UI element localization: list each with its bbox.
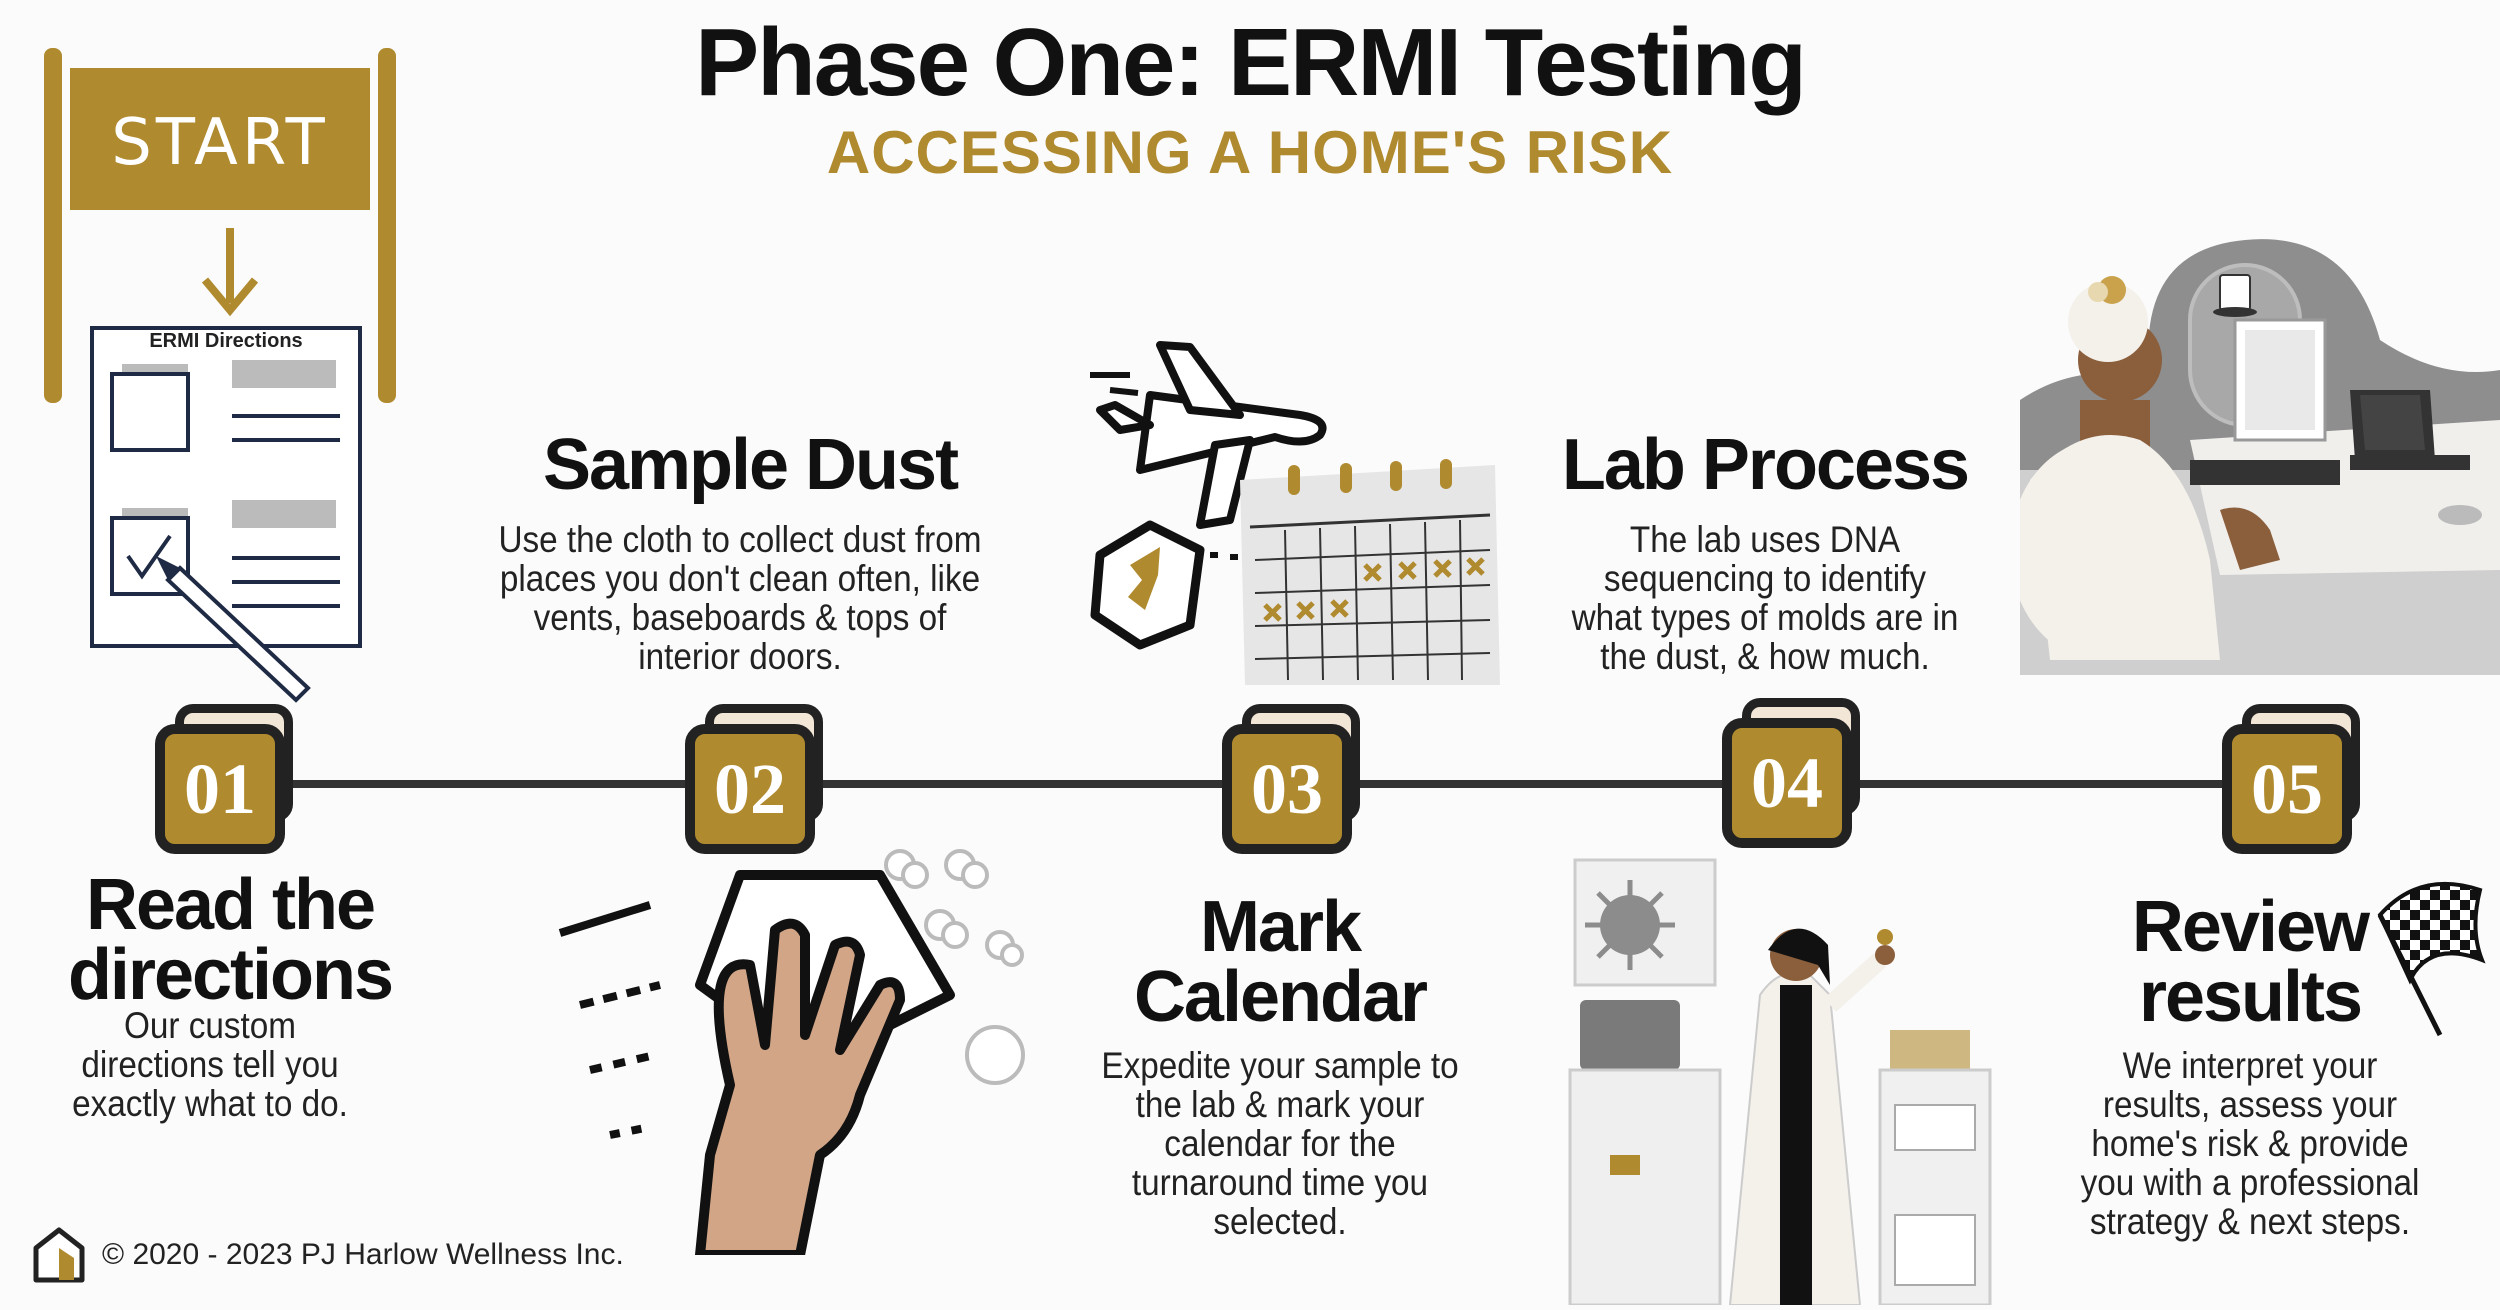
home-logo-icon <box>33 1227 85 1283</box>
step-badge-04: 04 <box>1722 698 1872 862</box>
step-badge-01: 01 <box>155 704 305 868</box>
footer: © 2020 - 2023 PJ Harlow Wellness Inc. <box>32 1226 624 1284</box>
directions-sheet-title: ERMI Directions <box>149 330 303 352</box>
step-badge-05: 05 <box>2222 704 2372 868</box>
start-sign-icon <box>44 48 396 703</box>
copyright-text: © 2020 - 2023 PJ Harlow Wellness Inc. <box>102 1238 624 1271</box>
step-03-description: Expedite your sample to the lab & mark y… <box>1101 1045 1459 1242</box>
step-badge-03: 03 <box>1222 704 1372 868</box>
shipping-calendar-illustration <box>1090 335 1510 695</box>
calendar-icon <box>1240 459 1500 685</box>
step-04-title: Lab Process <box>1561 425 1970 505</box>
start-sign-illustration: START ERMI Directions <box>40 48 420 708</box>
page-title: Phase One: ERMI Testing <box>695 9 1807 116</box>
step-03-title: Mark Calendar <box>1133 887 1428 1037</box>
step-01-description: Our custom directions tell you exactly w… <box>72 1005 348 1124</box>
review-desk-illustration <box>2010 230 2500 675</box>
dust-wipe-illustration <box>550 835 1070 1260</box>
hand-cloth-icon <box>558 849 1025 1260</box>
start-sign-label: START <box>111 106 329 180</box>
airplane-icon <box>1090 341 1327 529</box>
checkered-flag-icon <box>2370 870 2490 1040</box>
page-subtitle: ACCESSING A HOME'S RISK <box>826 119 1674 186</box>
step-number: 02 <box>685 724 815 854</box>
step-05-description: We interpret your results, assess your h… <box>2080 1045 2420 1242</box>
step-number: 04 <box>1722 718 1852 848</box>
step-number: 03 <box>1222 724 1352 854</box>
package-icon <box>1090 520 1258 650</box>
step-badge-02: 02 <box>685 704 835 868</box>
step-number: 05 <box>2222 724 2352 854</box>
step-01-title: Read the directions <box>67 865 394 1015</box>
step-02-description: Use the cloth to collect dust from place… <box>498 519 982 677</box>
step-05-title: Review results <box>2131 887 2370 1037</box>
lab-illustration <box>1560 855 2000 1307</box>
step-02-title: Sample Dust <box>542 425 959 505</box>
step-04-description: The lab uses DNA sequencing to identify … <box>1571 519 1959 677</box>
step-number: 01 <box>155 724 285 854</box>
scientist-icon <box>1568 858 1992 1307</box>
